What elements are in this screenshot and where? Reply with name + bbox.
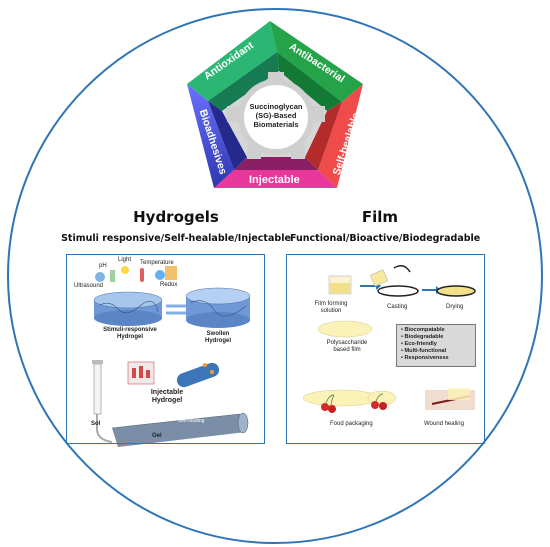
hydrogels-subtitle: Stimuli responsive/Self-healable/Injecta… [61,233,291,244]
drying-label: Drying [446,304,464,310]
stimulus-light: Light [118,257,132,263]
gel-label: Gel [152,433,162,439]
stimulus-ph: pH [99,263,107,269]
self-healing-label: Self-healing [178,418,205,424]
wound-healing-label: Wound healing [424,421,464,427]
hydrogels-panel [66,254,265,444]
film-artwork [302,265,476,413]
casting-label: Casting [387,304,408,310]
hydrogels-title: Hydrogels [133,208,219,226]
segment-antioxidant [187,21,277,101]
film-title: Film [361,208,399,226]
stimulus-temperature: Temperature [140,260,174,266]
stimulus-ultrasound: Ultrasound [74,283,104,289]
sol-label: Sol [91,421,101,427]
outer-circle [7,8,543,544]
film-properties: Biocompatable Biodegradable Eco-friendly… [396,324,476,367]
hydrogel-artwork [92,266,251,447]
film-subtitle: Functional/Bioactive/Biodegradable [290,233,481,244]
segment-injectable [214,170,337,188]
label-injectable: Injectable [249,174,300,186]
segment-bioadhesives [187,84,234,188]
stimulus-redox: Redox [160,282,178,288]
food-packaging-label: Food packaging [330,421,373,427]
center-title: Succinoglycan (SG)-Based Biomaterials [249,102,303,129]
film-panel [286,254,485,444]
segment-antibacterial [270,21,363,102]
segment-self-healable [318,84,363,188]
